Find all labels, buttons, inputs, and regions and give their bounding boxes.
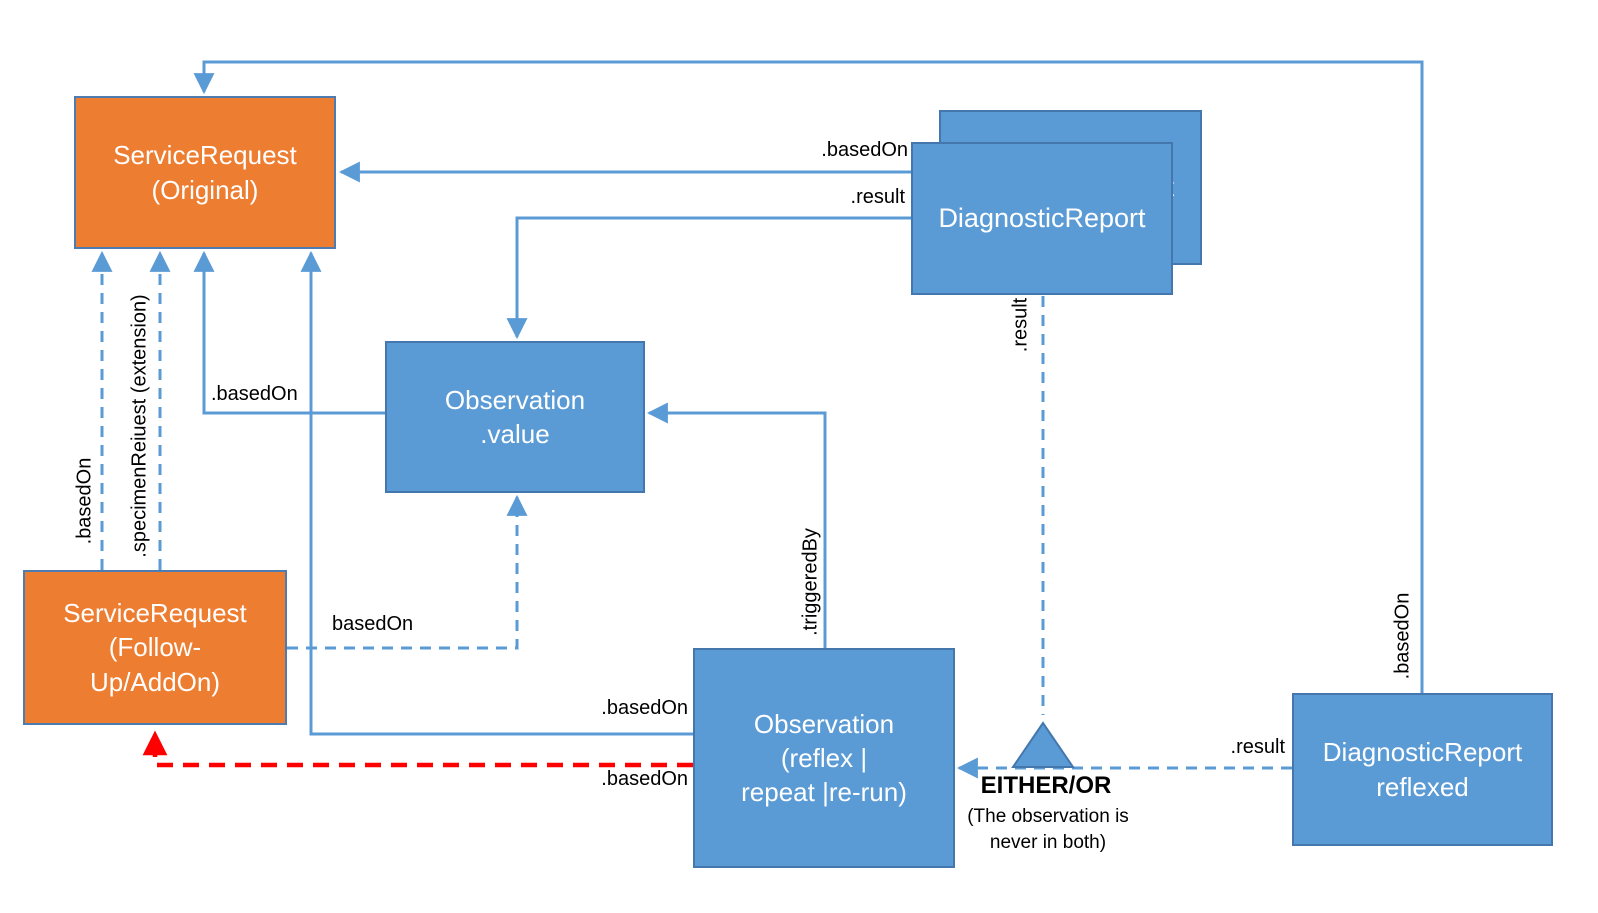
arrow-result-dr-to-obsvalue [506,216,911,340]
label-result-reflexed-to-reflex: .result [1230,736,1285,758]
arrow-basedon-obsvalue-to-original [193,250,385,415]
label-result-dr-to-triangle: .result [1009,297,1032,353]
either-or-title: EITHER/OR [980,772,1112,799]
label-basedon-dr-to-original: .basedOn [821,139,908,161]
box-diagnosticreport: DiagnosticReport [911,142,1173,295]
either-or-note: (The observation is never in both) [967,806,1129,853]
arrow-basedon-reflex-to-original [300,250,693,736]
label-specimenrequest-extension: .specimenReiuest (extension) [128,294,151,558]
label-triggeredby: .triggeredBy [799,528,822,636]
arrow-triggeredby-reflex-to-obsvalue [646,402,827,648]
label-basedon-reflexed-to-original: .basedOn [1391,592,1414,680]
box-diagnosticreport-reflexed: DiagnosticReport reflexed [1292,693,1553,846]
label-basedon-reflex-to-original: .basedOn [601,697,688,719]
arrow-basedon-followup-to-obsvalue [287,494,528,650]
label-result-dr-to-obsvalue: .result [850,186,905,208]
arrow-basedon-reflexed-to-original [193,60,1424,693]
either-or-triangle [1011,721,1075,768]
label-basedon-followup-to-obsvalue: basedOn [332,613,414,635]
box-servicerequest-followup: ServiceRequest (Follow- Up/AddOn) [23,570,287,725]
box-observation-value: Observation .value [385,341,645,493]
box-servicerequest-original: ServiceRequest (Original) [74,96,336,249]
label-basedon-followup-up: .basedOn [73,457,96,545]
label-basedon-reflex-to-followup: .basedOn [601,768,688,790]
arrow-basedon-reflex-to-followup-red [142,730,693,768]
label-basedon-obsvalue-to-original: .basedOn [211,383,298,405]
box-observation-reflex: Observation (reflex | repeat |re-run) [693,648,955,868]
